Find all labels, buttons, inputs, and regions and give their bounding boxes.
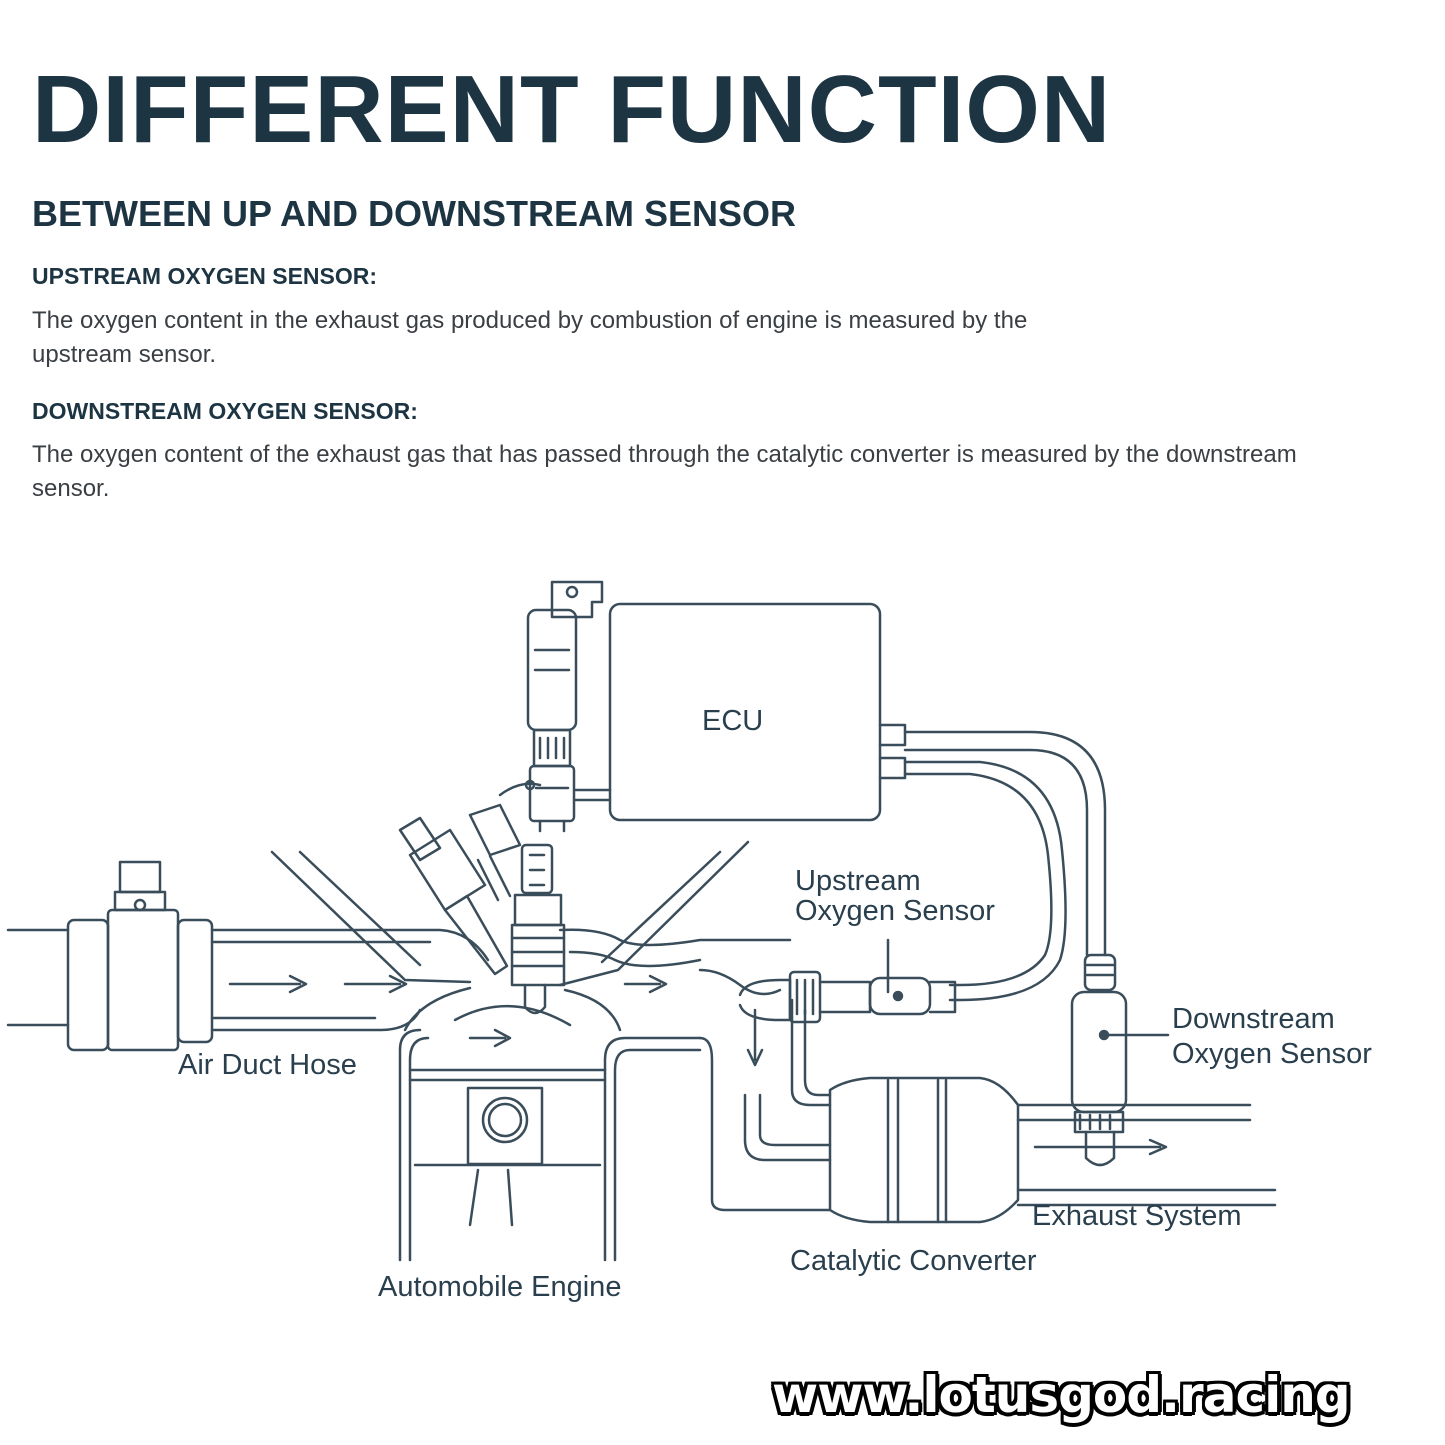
downstream-heading: DOWNSTREAM OXYGEN SENSOR: [32,398,418,424]
intake-manifold [270,840,750,987]
cylinder-head [403,928,792,1048]
downstream-sensor [1070,953,1170,1167]
sensor-wiring [903,730,1107,1002]
upstream-label-line1: Upstream [795,865,921,897]
downstream-description: The oxygen content of the exhaust gas th… [32,441,1297,502]
page-subtitle: BETWEEN UP AND DOWNSTREAM SENSOR [32,193,797,234]
ecu-unit: ECU [573,602,907,822]
ignition-coil [526,580,604,833]
watermark-url: www.lotusgod.racing [772,1366,1351,1424]
downstream-label-line1: Downstream [1172,1003,1335,1035]
ecu-label: ECU [702,705,763,737]
upstream-label-line2: Oxygen Sensor [795,895,995,927]
downstream-label-line2: Oxygen Sensor [1172,1038,1372,1070]
exhaust-system-label: Exhaust System [1032,1200,1242,1232]
exhaust-manifold [623,968,832,1212]
catalytic-converter-label: Catalytic Converter [790,1245,1037,1277]
fuel-injector [398,779,542,976]
page-title: DIFFERENT FUNCTION [32,56,1112,163]
upstream-sensor [738,938,957,1024]
upstream-heading: UPSTREAM OXYGEN SENSOR: [32,263,378,289]
exhaust-system-diagram: ECU [6,580,1372,1303]
spark-plug [510,843,566,1015]
catalytic-converter [828,1076,1277,1224]
automobile-engine [398,1028,702,1262]
air-duct-hose [6,860,490,1052]
air-duct-label: Air Duct Hose [178,1049,357,1081]
upstream-description: The oxygen content in the exhaust gas pr… [32,307,1028,368]
engine-label: Automobile Engine [378,1271,621,1303]
